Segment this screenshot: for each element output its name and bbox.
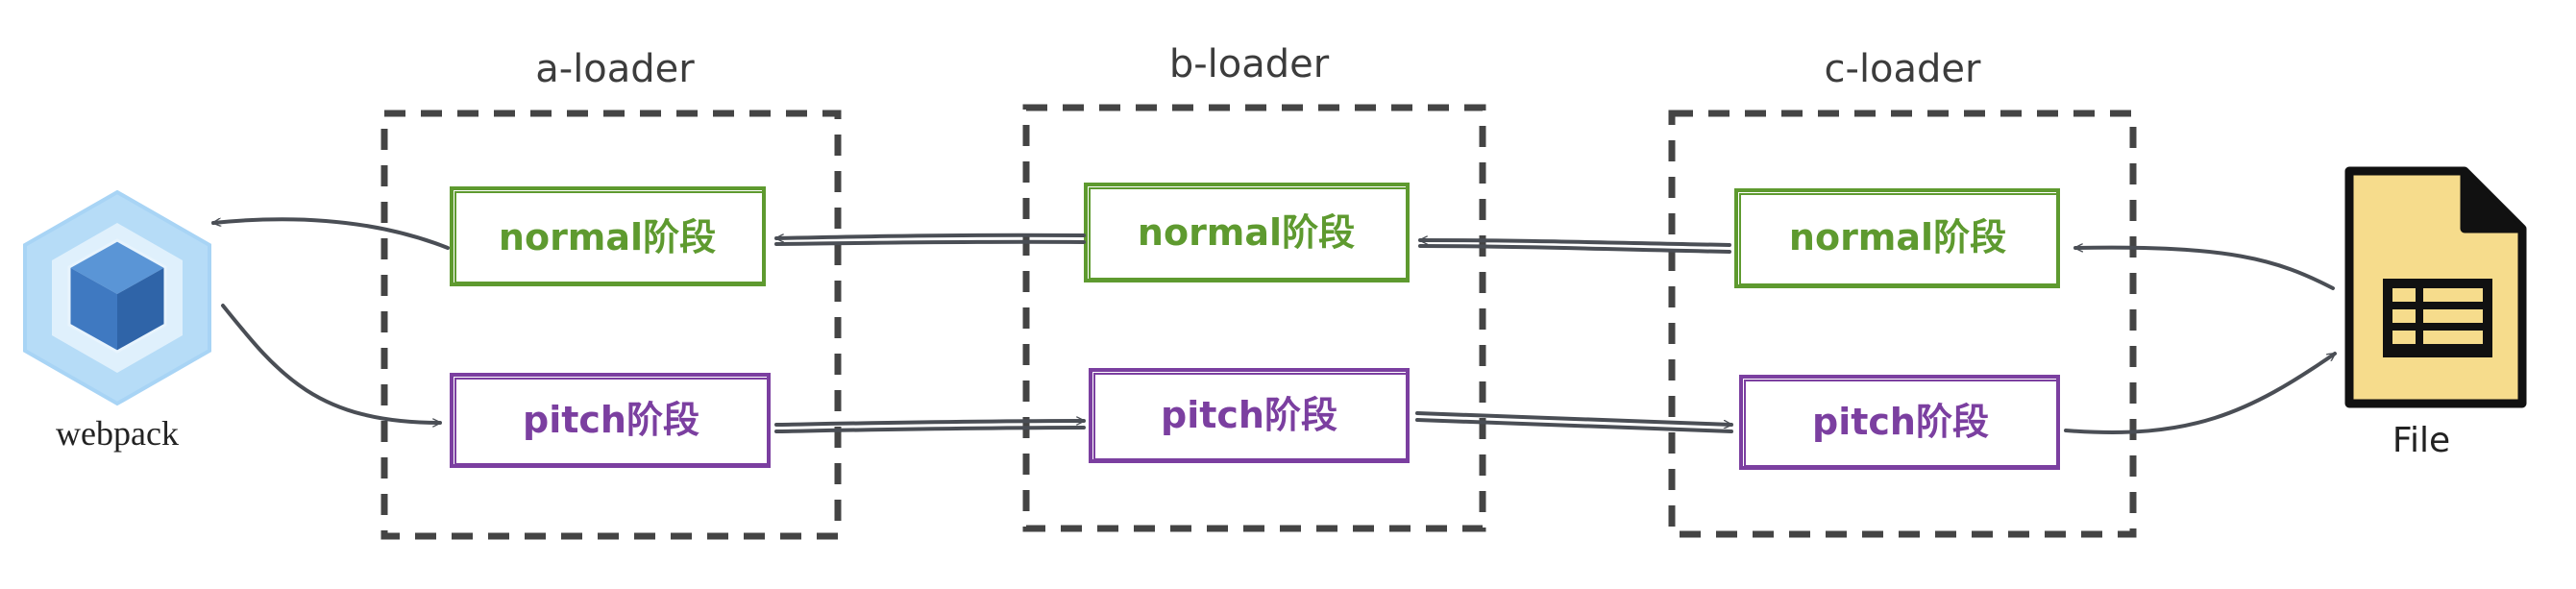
b-normal-stage[interactable]: normal阶段 bbox=[1084, 183, 1410, 282]
b-normal-label: normal阶段 bbox=[1138, 211, 1355, 254]
c-normal-label: normal阶段 bbox=[1789, 216, 2006, 258]
b-pitch-box-sketch bbox=[1093, 373, 1409, 460]
arrow-file-to-c-normal bbox=[2073, 248, 2335, 290]
b-loader-box bbox=[1022, 104, 1486, 532]
b-pitch-label: pitch阶段 bbox=[1161, 394, 1337, 436]
pitch-flow-arrows bbox=[221, 304, 2337, 434]
arrow-b-normal-to-a-normal bbox=[774, 233, 1086, 238]
a-pitch-stage[interactable]: pitch阶段 bbox=[450, 373, 771, 468]
a-loader-title: a-loader bbox=[535, 47, 695, 91]
a-normal-stage[interactable]: normal阶段 bbox=[450, 186, 766, 286]
a-pitch-label: pitch阶段 bbox=[523, 399, 699, 441]
webpack-node: webpack bbox=[23, 189, 211, 453]
c-loader-title: c-loader bbox=[1825, 47, 1982, 91]
arrow-a-pitch-to-b-pitch bbox=[774, 421, 1086, 427]
webpack-logo-icon bbox=[23, 189, 211, 406]
arrow-b-pitch-to-c-pitch-sketch bbox=[1415, 418, 1733, 433]
arrow-a-pitch-to-b-pitch-sketch bbox=[774, 426, 1086, 433]
a-pitch-box-sketch bbox=[454, 378, 770, 465]
arrow-webpack-to-a-pitch bbox=[221, 304, 442, 423]
a-normal-box-sketch bbox=[454, 191, 765, 283]
c-pitch-label: pitch阶段 bbox=[1812, 401, 1989, 443]
arrow-a-normal-to-webpack bbox=[211, 217, 450, 250]
a-loader-box bbox=[380, 110, 842, 540]
arrow-b-normal-to-a-normal-sketch bbox=[774, 239, 1086, 246]
c-loader-box bbox=[1668, 110, 2137, 538]
c-normal-box-sketch bbox=[1739, 193, 2059, 285]
arrow-c-pitch-to-file bbox=[2064, 352, 2337, 434]
b-pitch-stage[interactable]: pitch阶段 bbox=[1089, 368, 1410, 463]
file-icon bbox=[2344, 166, 2527, 408]
file-caption: File bbox=[2392, 421, 2450, 460]
normal-flow-arrows bbox=[211, 217, 2335, 290]
c-normal-stage[interactable]: normal阶段 bbox=[1734, 188, 2060, 288]
b-loader-title: b-loader bbox=[1169, 42, 1330, 86]
arrow-c-normal-to-b-normal-sketch bbox=[1418, 244, 1731, 254]
c-pitch-stage[interactable]: pitch阶段 bbox=[1739, 375, 2060, 470]
webpack-caption: webpack bbox=[56, 414, 179, 453]
a-normal-label: normal阶段 bbox=[499, 216, 716, 258]
b-loader-group: b-loader normal阶段 pitch阶段 bbox=[1022, 42, 1486, 532]
a-loader-group: a-loader normal阶段 pitch阶段 bbox=[380, 47, 842, 540]
c-pitch-box-sketch bbox=[1744, 380, 2059, 467]
arrow-b-pitch-to-c-pitch bbox=[1415, 411, 1733, 425]
arrow-c-normal-to-b-normal bbox=[1418, 240, 1731, 247]
c-loader-group: c-loader normal阶段 pitch阶段 bbox=[1668, 47, 2137, 538]
file-node: File bbox=[2344, 166, 2527, 460]
b-normal-box-sketch bbox=[1089, 187, 1409, 280]
